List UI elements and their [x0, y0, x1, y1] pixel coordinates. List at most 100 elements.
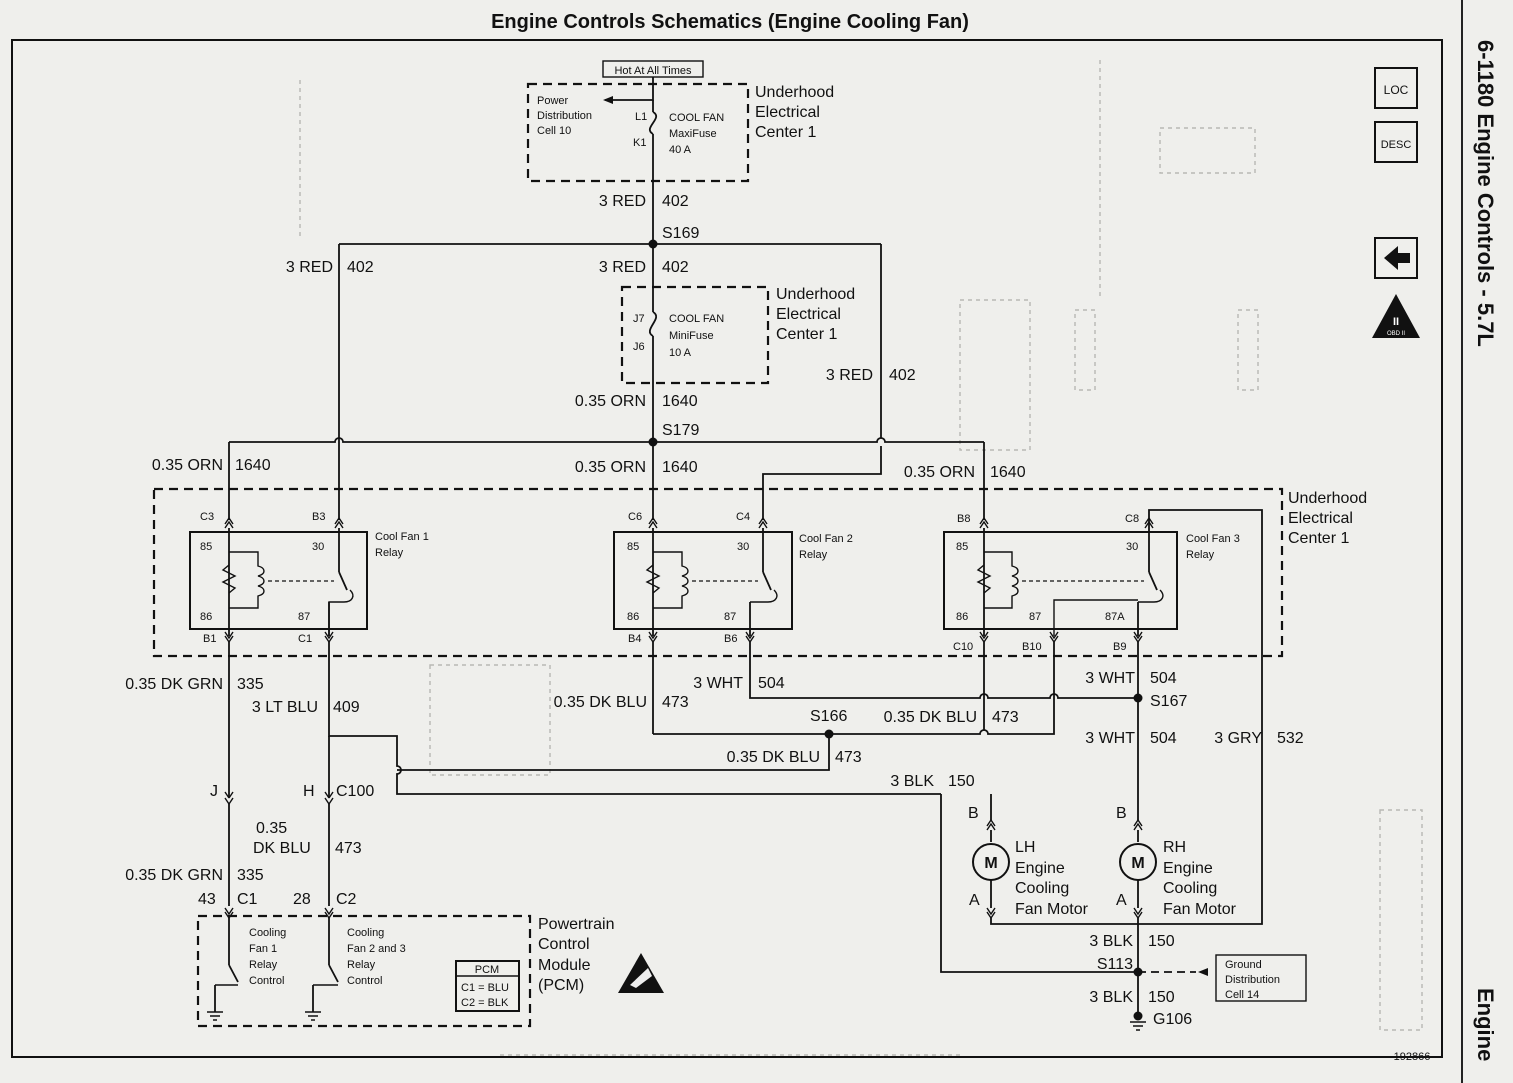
pin-k1: K1 — [633, 137, 646, 149]
splice-label: S169 — [662, 225, 699, 242]
svg-text:Distribution: Distribution — [1225, 974, 1280, 986]
rh-fan-motor: M — [1119, 843, 1157, 881]
svg-text:86: 86 — [200, 611, 212, 623]
uec-top-label-1: Underhood — [755, 84, 834, 101]
wire-label-size: 3 BLK — [1089, 989, 1133, 1006]
svg-text:B3: B3 — [312, 511, 325, 523]
page-title: Engine Controls Schematics (Engine Cooli… — [491, 11, 969, 33]
splice-s167 — [1133, 693, 1143, 703]
splice-label: S166 — [810, 708, 847, 725]
resistor-icon — [976, 564, 992, 594]
cool-fan-3-relay: 85 86 30 87 87A Cool Fan 3 Relay B8 C8 C… — [943, 509, 1263, 920]
pin-l1: L1 — [635, 111, 647, 123]
svg-text:Cool Fan 3: Cool Fan 3 — [1186, 533, 1240, 545]
wire-label-number: 335 — [237, 867, 264, 884]
svg-text:Cell 14: Cell 14 — [1225, 989, 1259, 1001]
rh-motor-pin-b: B — [1116, 805, 1127, 822]
bleed-through — [299, 60, 1423, 1056]
svg-text:OBD II: OBD II — [1387, 331, 1405, 337]
pcm-pin-43: 43 — [198, 891, 216, 908]
wire-label-size: 0.35 DK GRN — [125, 676, 223, 693]
minifuse-label-1: COOL FAN — [669, 313, 724, 325]
svg-text:87: 87 — [298, 611, 310, 623]
wire-label-number: 402 — [662, 193, 689, 210]
svg-text:86: 86 — [956, 611, 968, 623]
wire-label-number: 402 — [347, 259, 374, 276]
svg-text:Cool Fan 1: Cool Fan 1 — [375, 531, 429, 543]
resistor-icon — [221, 564, 237, 594]
pcm-driver-2-label: Control — [347, 975, 382, 987]
wire-label-size: 0.35 ORN — [152, 457, 223, 474]
uec-mid-label-1: Underhood — [776, 286, 855, 303]
connector-pin-h: H — [303, 783, 315, 800]
wire-label-number: 473 — [992, 709, 1019, 726]
connector-pin-j: J — [210, 783, 218, 800]
wire-label-size: 0.35 DK GRN — [125, 867, 223, 884]
loc-button[interactable]: LOC — [1374, 67, 1418, 109]
svg-text:C6: C6 — [628, 511, 642, 523]
rh-motor-label: Engine — [1163, 860, 1213, 877]
splice-label: S167 — [1150, 693, 1187, 710]
wire-label-number: 1640 — [990, 464, 1026, 481]
svg-text:85: 85 — [627, 541, 639, 553]
wire-label-size: 3 WHT — [1085, 730, 1135, 747]
splice-label: S113 — [1097, 956, 1133, 973]
pcm-name-2: Control — [538, 936, 590, 953]
arrow-left-icon — [603, 96, 613, 104]
svg-text:87: 87 — [724, 611, 736, 623]
ground-distribution-tag: Ground Distribution Cell 14 — [1215, 954, 1307, 1002]
wire-label-number: 504 — [1150, 730, 1177, 747]
svg-text:30: 30 — [1126, 541, 1138, 553]
svg-text:B9: B9 — [1113, 641, 1126, 653]
relay-coil-icon — [984, 551, 1019, 609]
wire-label-size: 0.35 DK BLU — [727, 749, 820, 766]
wire-label-number: 1640 — [662, 393, 698, 410]
svg-text:Relay: Relay — [375, 547, 404, 559]
wire-label-number: 150 — [1148, 989, 1175, 1006]
minifuse-box — [620, 285, 770, 385]
svg-text:B1: B1 — [203, 633, 216, 645]
ground-icon — [1130, 1021, 1146, 1031]
lh-motor-label: LH — [1015, 839, 1035, 856]
wire-label-size: 0.35 — [256, 820, 287, 837]
relay-coil-icon — [229, 551, 265, 609]
svg-text:Ground: Ground — [1225, 959, 1262, 971]
wire-label-number: 504 — [758, 675, 785, 692]
wire-label-size: DK BLU — [253, 840, 311, 857]
pcm-driver-2-label: Fan 2 and 3 — [347, 943, 406, 955]
svg-text:87A: 87A — [1105, 611, 1125, 623]
motor-icon: M — [1131, 855, 1144, 872]
wire-label-number: 473 — [335, 840, 362, 857]
desc-button[interactable]: DESC — [1374, 121, 1418, 163]
wire-label-number: 150 — [948, 773, 975, 790]
wire-label-size: 3 RED — [286, 259, 333, 276]
wire-label-number: 473 — [662, 694, 689, 711]
rh-motor-label: Fan Motor — [1163, 901, 1237, 918]
maxifuse-label-3: 40 A — [669, 144, 692, 156]
maxifuse-label-1: COOL FAN — [669, 112, 724, 124]
pcm-driver-1-label: Cooling — [249, 927, 286, 939]
lh-motor-pin-b: B — [968, 805, 979, 822]
pcm-driver-2-label: Relay — [347, 959, 376, 971]
rh-motor-label: Cooling — [1163, 880, 1217, 897]
uec-top-label-3: Center 1 — [755, 124, 816, 141]
back-button[interactable] — [1374, 237, 1418, 279]
ground-icon — [207, 1011, 223, 1021]
desc-label: DESC — [1381, 139, 1412, 151]
wire-label-number: 504 — [1150, 670, 1177, 687]
side-title: 6-1180 Engine Controls - 5.7L — [1473, 40, 1498, 347]
wire-label-size: 3 BLK — [1089, 933, 1133, 950]
svg-text:85: 85 — [200, 541, 212, 553]
svg-text:Cool Fan 2: Cool Fan 2 — [799, 533, 853, 545]
power-distribution-box — [526, 82, 750, 183]
svg-text:30: 30 — [737, 541, 749, 553]
pd-label-3: Cell 10 — [537, 125, 571, 137]
pin-j6: J6 — [633, 341, 645, 353]
svg-text:C3: C3 — [200, 511, 214, 523]
ground-g106 — [1130, 1011, 1146, 1031]
esd-warning-icon — [618, 953, 664, 993]
lh-motor-label: Fan Motor — [1015, 901, 1089, 918]
fan1-relay-driver — [207, 918, 239, 1021]
obd-ii-icon: II OBD II — [1372, 294, 1420, 338]
